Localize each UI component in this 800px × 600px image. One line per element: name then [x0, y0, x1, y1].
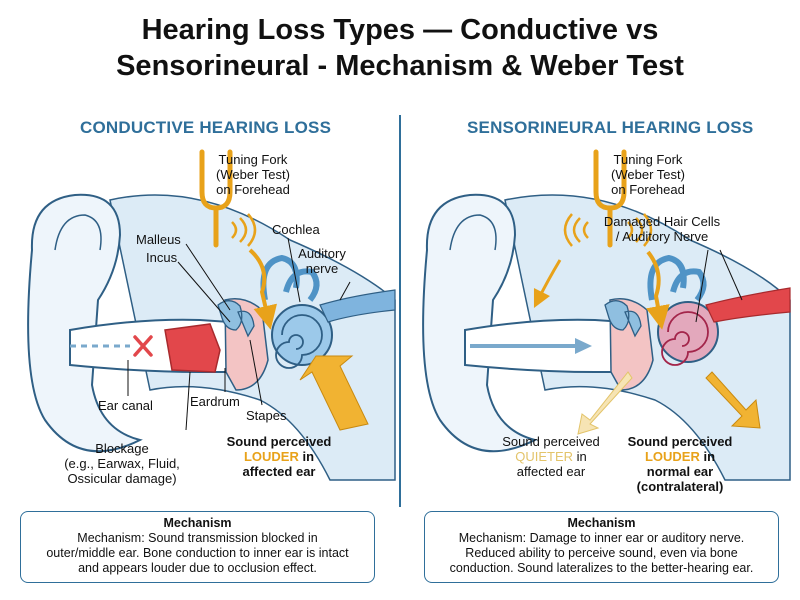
blockage-label: Blockage(e.g., Earwax, Fluid,Ossicular d…	[64, 441, 180, 486]
title-line-2: Sensorineural - Mechanism & Weber Test	[116, 50, 684, 82]
page-title: Hearing Loss Types — Conductive vs Senso…	[0, 12, 800, 84]
damaged-hair-cells-label: Damaged Hair Cells/ Auditory Nerve	[603, 214, 721, 244]
tuning-fork-icon	[199, 149, 233, 248]
title-line-1: Hearing Loss Types — Conductive vs	[141, 14, 659, 46]
quieter-arrow	[577, 371, 633, 435]
conductive-mechanism-box: Mechanism Mechanism: Sound transmission …	[20, 511, 375, 583]
conductive-ear-diagram	[27, 149, 396, 481]
fork-label-right: Tuning Fork(Weber Test)on Forehead	[611, 152, 685, 197]
blocked-x-icon	[133, 335, 153, 357]
panel-divider	[399, 115, 401, 507]
louder-arrow-right	[705, 371, 761, 429]
sensorineural-heading: SENSORINEURAL HEARING LOSS	[467, 118, 754, 137]
pinna	[27, 193, 143, 453]
blockage-mass	[164, 323, 221, 373]
fork-label: Tuning Fork(Weber Test)on Forehead	[216, 152, 290, 197]
ear-canal-label: Ear canal	[98, 398, 153, 413]
stapes-label: Stapes	[246, 408, 287, 423]
mechanism-title: Mechanism	[163, 516, 232, 530]
damaged-cochlea-shape	[657, 301, 719, 366]
incus-label: Incus	[146, 250, 178, 265]
eardrum-label: Eardrum	[190, 394, 240, 409]
cochlea-shape	[271, 304, 333, 369]
malleus-label: Malleus	[136, 232, 181, 247]
sensorineural-ear-diagram	[422, 149, 791, 481]
damaged-nerve-shape	[705, 287, 791, 323]
vibration-waves-right	[563, 213, 653, 247]
pinna-right	[422, 193, 538, 453]
louder-arrow	[299, 355, 369, 431]
sensorineural-mechanism-box: Mechanism Mechanism: Damage to inner ear…	[424, 511, 779, 583]
bone-conduction-arrow	[248, 248, 277, 330]
perceived-quieter-label: Sound perceived QUIETER in affected ear	[502, 434, 600, 479]
vibration-waves	[231, 213, 257, 247]
perceived-louder-normal-label: Sound perceived LOUDER in normal ear (co…	[627, 434, 733, 494]
conductive-heading: CONDUCTIVE HEARING LOSS	[80, 118, 332, 137]
tuning-fork-icon-right	[593, 149, 627, 248]
cochlea-label: Cochlea	[272, 222, 320, 237]
mechanism-title-right: Mechanism	[567, 516, 636, 530]
auditory-nerve-shape	[319, 289, 396, 323]
perceived-louder-label: Sound perceived LOUDER in affected ear	[226, 434, 332, 479]
